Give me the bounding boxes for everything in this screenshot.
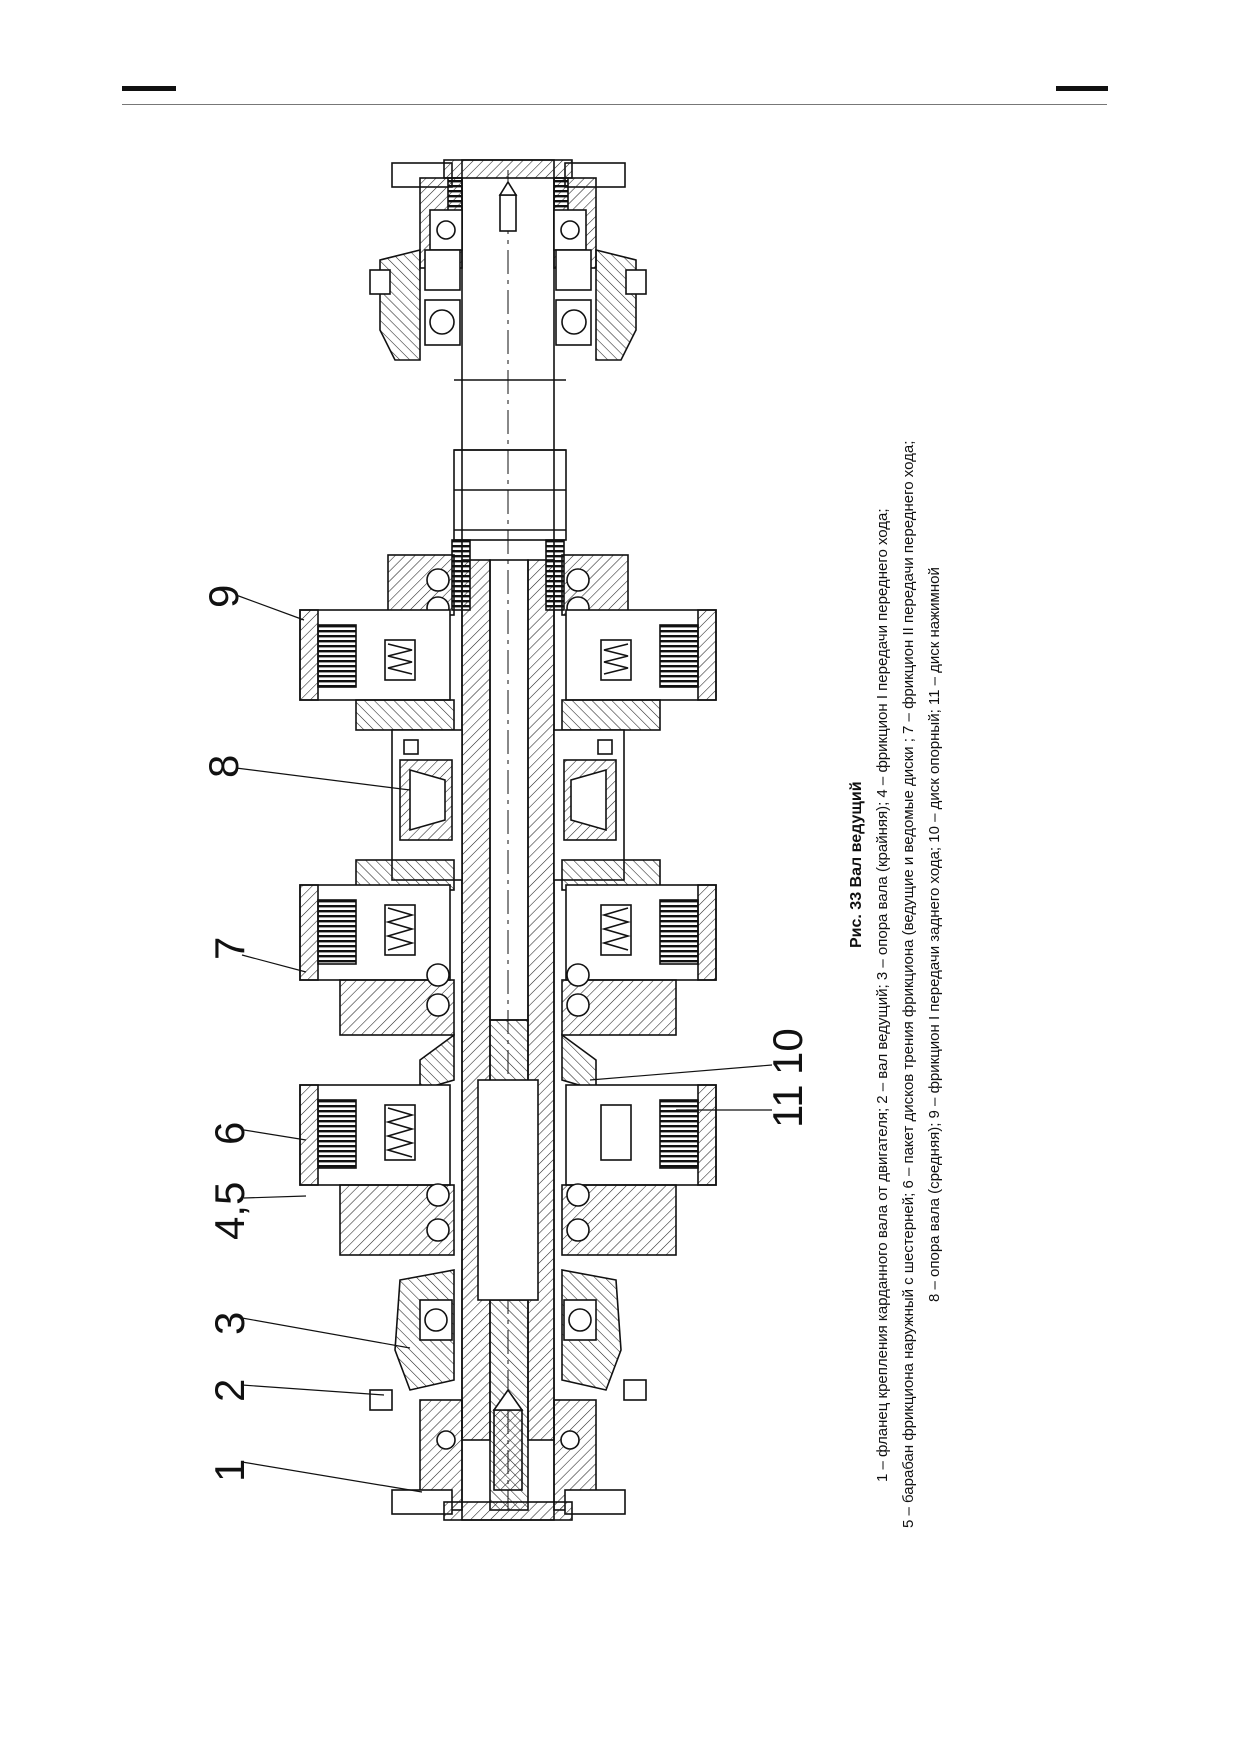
callout-11: 11 [764,1084,811,1128]
header-rule [122,104,1107,105]
legend-line-1: 1 – фланец крепления карданного вала от … [874,508,891,1482]
leader-lines [235,594,773,1493]
legend-line-2: 5 – барабан фрикциона наружный с шестерн… [900,440,917,1528]
clutch-forward-II [299,859,717,1036]
header-mark-left [122,86,176,91]
callout-4-5: 4,5 [206,1182,253,1240]
shaft-bore [489,559,529,1021]
figure-title: Рис. 33 Вал ведущий [848,781,865,948]
bottom-support [369,1269,647,1411]
callout-10: 10 [764,1028,811,1075]
callout-6: 6 [206,1122,253,1145]
callout-7: 7 [206,937,253,960]
middle-support [391,729,625,881]
callout-3: 3 [206,1312,253,1335]
callout-9: 9 [200,585,247,608]
callout-2: 2 [206,1379,253,1402]
bottom-flange [391,1399,626,1521]
callouts: 1 2 3 4,5 6 7 8 9 10 11 [200,585,811,1482]
callout-1: 1 [206,1459,253,1482]
page-header [0,0,1239,110]
legend-line-3: 8 – опора вала (средняя); 9 – фрикцион I… [926,567,943,1302]
clutch-reverse-I [299,554,717,731]
callout-8: 8 [200,755,247,778]
shaft-assembly [299,159,717,1521]
top-support [369,248,647,361]
shaft-right-wall [527,559,555,1441]
clutch-forward-I [299,1084,717,1256]
header-mark-right [1056,86,1108,91]
shaft-left-wall [461,559,491,1441]
